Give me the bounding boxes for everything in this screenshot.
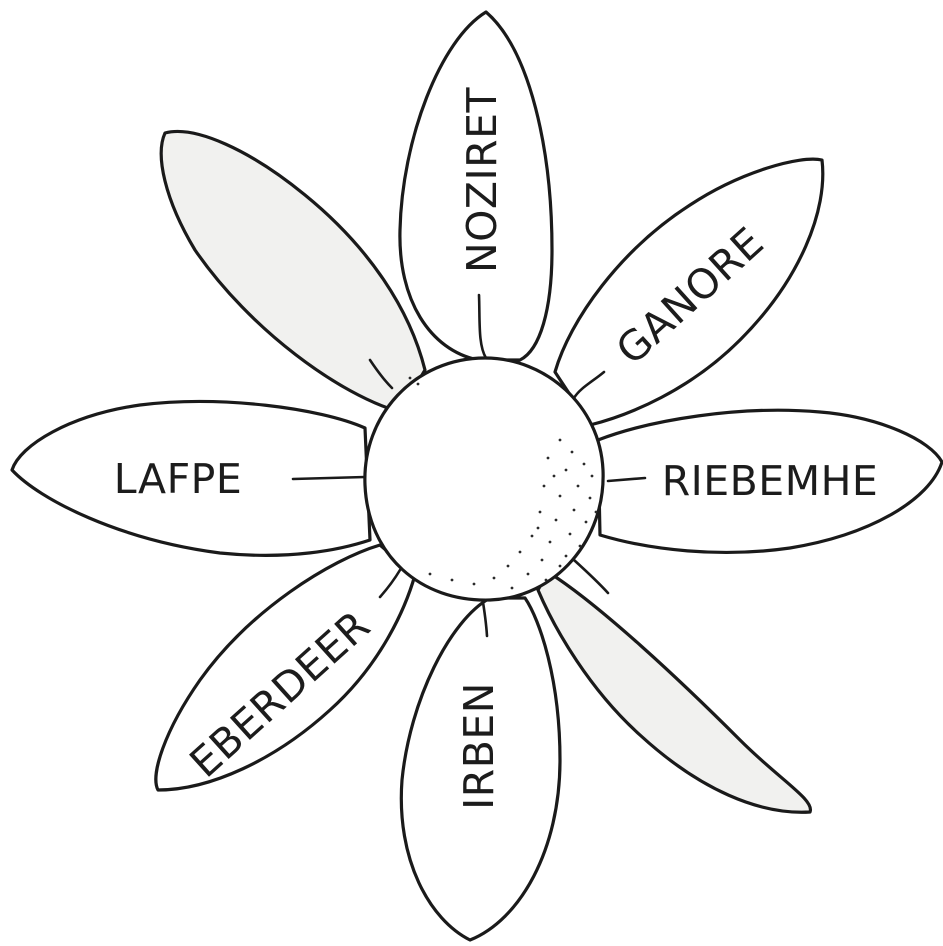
label-noziret: NOZIRET (458, 87, 506, 274)
label-irben: IRBEN (455, 682, 503, 810)
petal-empty-top-left (161, 132, 425, 412)
stamen-bottom-right (574, 560, 608, 593)
label-lafpe: LAFPE (114, 455, 243, 503)
label-riebemhe: RIEBEMHE (662, 457, 879, 505)
petal-empty-bottom-right (538, 572, 810, 812)
flower-center (365, 358, 603, 600)
